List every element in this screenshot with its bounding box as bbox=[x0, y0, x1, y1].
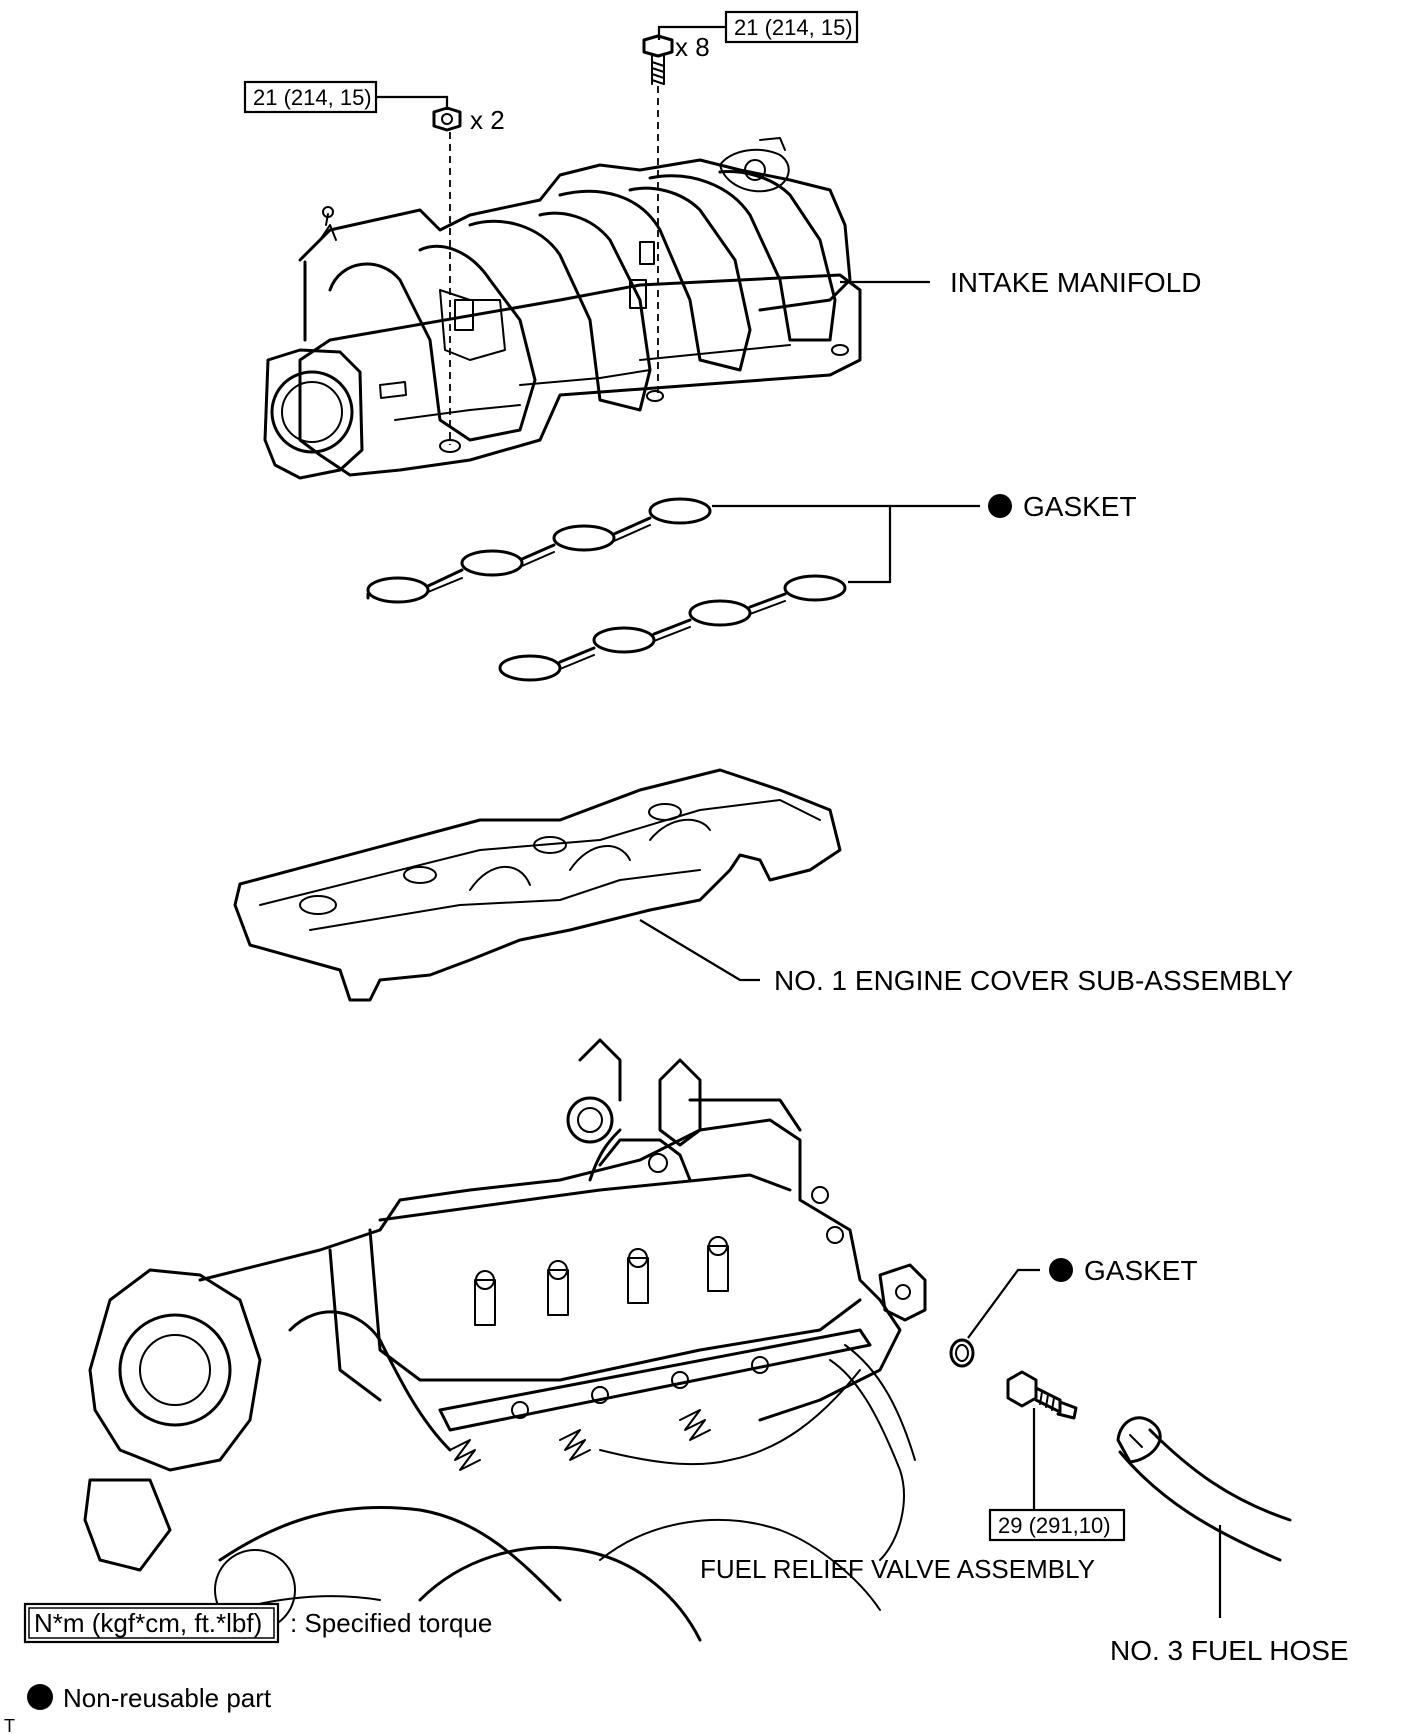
label-gasket-2: GASKET bbox=[1084, 1255, 1198, 1286]
fuel-hose-drawing bbox=[1116, 1416, 1292, 1618]
torque-box-fuel-relief bbox=[988, 1508, 1126, 1542]
torque-callout-bolts-x8: 21 (214, 15) x 8 bbox=[642, 10, 859, 395]
svg-text:29 (291,10): 29 (291,10) bbox=[998, 1513, 1111, 1538]
label-gasket-1: GASKET bbox=[1023, 491, 1137, 522]
engine-assembly-drawing bbox=[83, 1038, 927, 1642]
label-fuel-relief-valve: FUEL RELIEF VALVE ASSEMBLY bbox=[700, 1554, 1095, 1584]
label-fuel-hose: NO. 3 FUEL HOSE bbox=[1110, 1635, 1349, 1666]
torque-callout-nuts-x2: 21 (214, 15) x 2 bbox=[243, 80, 505, 445]
injector-row bbox=[474, 1236, 729, 1326]
label-intake-manifold: INTAKE MANIFOLD bbox=[950, 267, 1202, 298]
svg-text:21 (214, 15): 21 (214, 15) bbox=[734, 15, 853, 40]
corner-mark: T bbox=[4, 1716, 15, 1734]
intake-gasket-drawing bbox=[366, 497, 980, 682]
engine-cover-drawing bbox=[233, 768, 842, 1002]
svg-text:x 2: x 2 bbox=[470, 105, 505, 135]
label-engine-cover: NO. 1 ENGINE COVER SUB-ASSEMBLY bbox=[774, 965, 1293, 996]
legend-torque-box bbox=[23, 1602, 280, 1644]
non-reusable-mark-gasket-2 bbox=[1049, 1258, 1073, 1282]
intake-manifold-drawing bbox=[263, 137, 930, 480]
legend-torque-label: N*m (kgf*cm, ft.*lbf) bbox=[34, 1608, 262, 1638]
non-reusable-legend-icon bbox=[27, 1684, 53, 1710]
gasket-oring-drawing bbox=[949, 1268, 1040, 1368]
legend-torque-text: : Specified torque bbox=[290, 1608, 492, 1638]
legend: N*m (kgf*cm, ft.*lbf) : Specified torque… bbox=[23, 1602, 492, 1713]
legend-nonreusable-text: Non-reusable part bbox=[63, 1683, 272, 1713]
svg-text:x 8: x 8 bbox=[675, 32, 710, 62]
non-reusable-mark-gasket-1 bbox=[988, 494, 1012, 518]
svg-text:21 (214, 15): 21 (214, 15) bbox=[253, 85, 372, 110]
fuel-relief-valve-drawing bbox=[1006, 1370, 1078, 1510]
